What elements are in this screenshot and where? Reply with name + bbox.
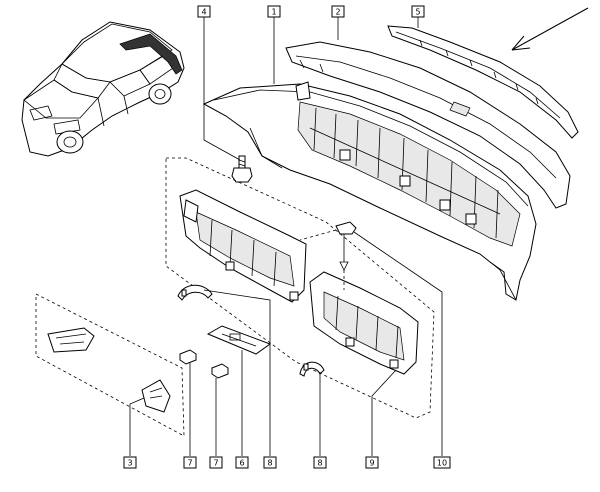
svg-text:3: 3 — [127, 459, 132, 468]
callout-7-a: 7 — [183, 456, 197, 469]
clip-guide-lines — [299, 229, 345, 290]
callout-6: 6 — [235, 456, 249, 469]
vehicle-thumbnail — [21, 21, 185, 157]
part-3-bracket-upper — [47, 327, 95, 353]
svg-text:10: 10 — [437, 459, 447, 468]
part-3-bracket-lower — [141, 379, 171, 413]
callout-1: 1 — [267, 5, 281, 18]
callout-8-a: 8 — [263, 456, 277, 469]
svg-text:7: 7 — [213, 459, 218, 468]
part-10-clip — [335, 221, 357, 271]
callout-7-b: 7 — [209, 456, 223, 469]
svg-text:7: 7 — [187, 459, 192, 468]
part-1-bumper — [202, 81, 537, 301]
part-2-upper-valance — [285, 41, 571, 209]
svg-text:8: 8 — [317, 459, 322, 468]
part-3-group-outline — [35, 293, 185, 437]
callout-8-b: 8 — [313, 456, 327, 469]
svg-text:2: 2 — [335, 8, 340, 17]
leader-lines — [129, 16, 443, 456]
part-7-clip-a — [179, 349, 197, 365]
svg-text:4: 4 — [201, 8, 206, 17]
svg-text:1: 1 — [271, 8, 276, 17]
svg-text:6: 6 — [239, 459, 244, 468]
svg-text:9: 9 — [369, 459, 374, 468]
svg-text:5: 5 — [415, 8, 420, 17]
callout-2: 2 — [331, 5, 345, 18]
pointer-arrow-icon — [511, 7, 589, 51]
part-6-plate — [206, 325, 272, 355]
part-4-screw — [231, 155, 253, 183]
part-8-arc-clip-upper — [177, 284, 213, 301]
part-9-right-bracket — [309, 271, 419, 375]
part-5-trim-strip — [387, 25, 579, 139]
callout-4: 4 — [197, 5, 211, 18]
callout-3: 3 — [123, 456, 137, 469]
callout-10: 10 — [433, 456, 451, 469]
svg-text:8: 8 — [267, 459, 272, 468]
callout-9: 9 — [365, 456, 379, 469]
left-bracket — [179, 189, 307, 303]
callout-5: 5 — [411, 5, 425, 18]
part-7-clip-b — [211, 363, 229, 379]
bracket-group-outline — [165, 157, 435, 419]
